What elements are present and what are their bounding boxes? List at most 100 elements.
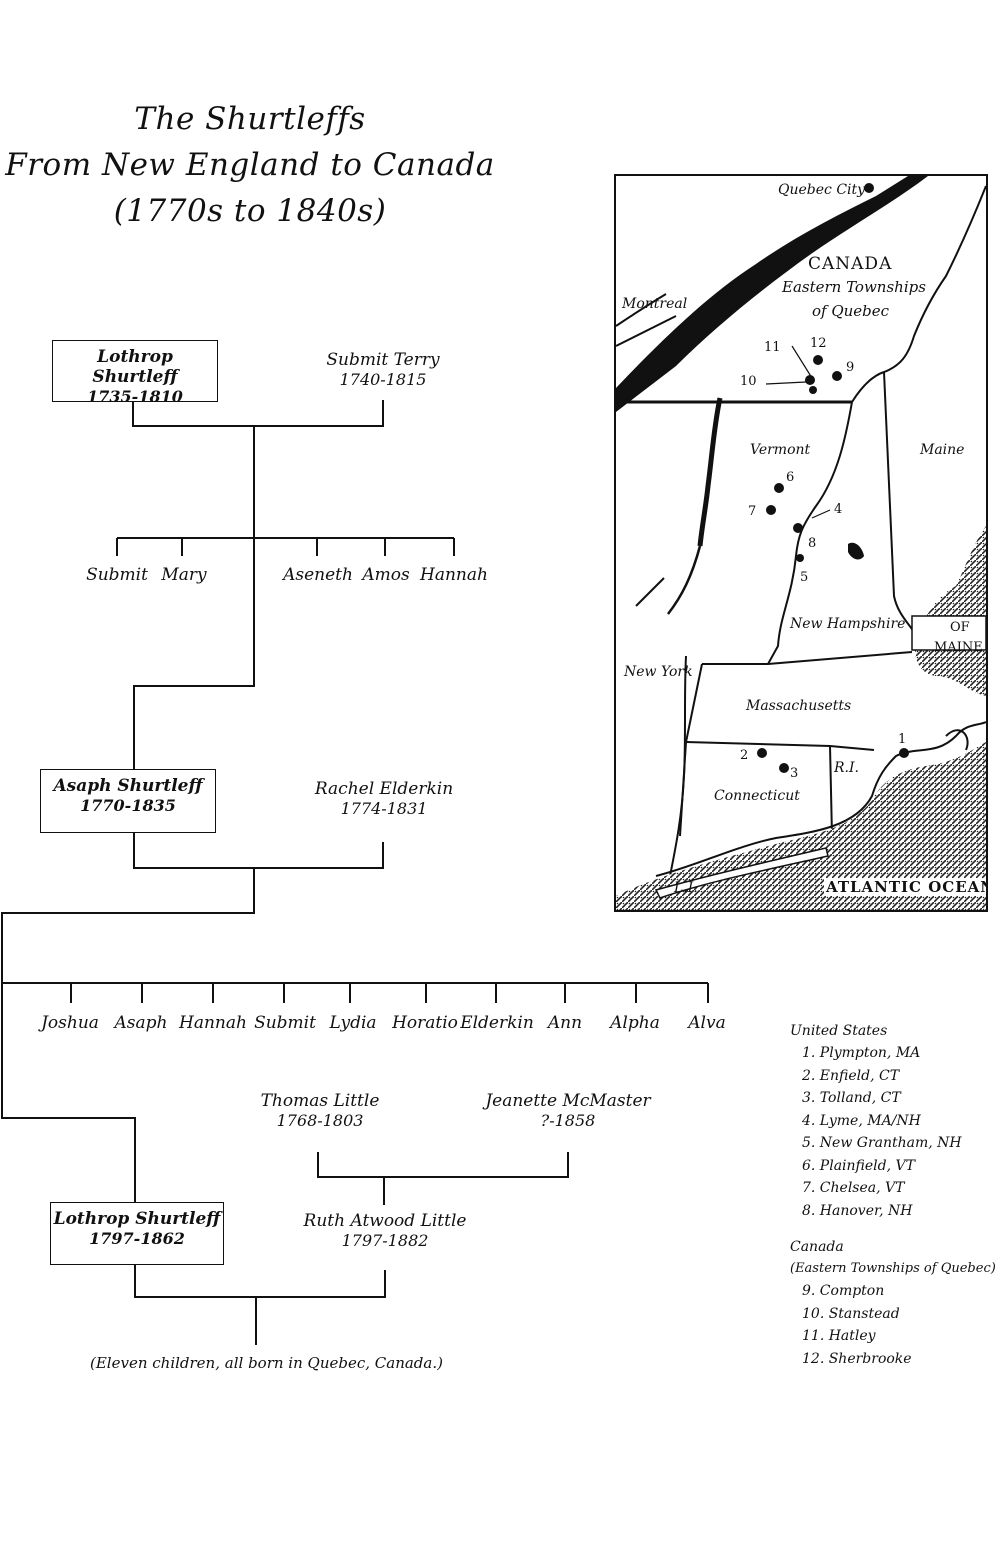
legend-canada-item: 10. Stanstead — [802, 1305, 900, 1322]
gen2-child: Submit — [254, 1013, 316, 1033]
inlaws-mother-name: Jeanette McMaster — [485, 1091, 651, 1111]
marker-label-8: 8 — [808, 536, 817, 551]
gen1-child: Amos — [362, 565, 410, 585]
gen3-father-years: 1797-1862 — [89, 1229, 185, 1248]
nh-me-border — [883, 371, 917, 637]
label-connecticut: Connecticut — [714, 788, 800, 804]
label-montreal: Montreal — [622, 296, 688, 312]
hudson-river — [667, 545, 702, 615]
label-quebec-city: Quebec City — [778, 182, 866, 198]
gen1-father-name: Lothrop Shurtleff — [92, 347, 178, 387]
ma-north-border — [702, 651, 913, 665]
gen2-child: Alva — [688, 1013, 726, 1033]
inlaws-mother: Jeanette McMaster ?-1858 — [468, 1091, 668, 1131]
marker-label-3: 3 — [790, 766, 799, 781]
gen2-child: Horatio — [392, 1013, 458, 1033]
marker-label-12: 12 — [810, 336, 827, 351]
label-atlantic-ocean: ATLANTIC OCEAN — [824, 878, 986, 896]
legend-us-item: 8. Hanover, NH — [802, 1202, 913, 1219]
gen2-father-years: 1770-1835 — [80, 796, 176, 815]
new-england-map: Quebec City CANADA Eastern Townships of … — [614, 174, 988, 912]
site-markers — [757, 183, 909, 773]
gen1-child: Hannah — [420, 565, 488, 585]
atlantic-ocean-hatch — [616, 742, 986, 910]
gen3-father-box: Lothrop Shurtleff 1797-1862 — [50, 1202, 224, 1265]
gen3-couple-connector — [134, 1264, 386, 1298]
gulf-of-maine-hatch — [914, 526, 986, 696]
legend-us-heading: United States — [790, 1023, 888, 1039]
legend-us-item: 5. New Grantham, NH — [802, 1135, 962, 1151]
label-new-hampshire: New Hampshire — [790, 616, 906, 632]
gen3-father-name: Lothrop Shurtleff — [53, 1209, 221, 1229]
label-gulf-of: OF — [950, 620, 970, 635]
marker-label-5: 5 — [800, 570, 809, 585]
gen2-mother-years: 1774-1831 — [340, 799, 428, 818]
label-new-york: New York — [624, 664, 693, 680]
gen1-mother-name: Submit Terry — [326, 350, 440, 370]
legend-canada-item: 9. Compton — [802, 1283, 885, 1299]
gen1-child: Aseneth — [283, 565, 353, 585]
gen1-descent-line — [133, 426, 255, 770]
title-line-3: (1770s to 1840s) — [113, 193, 387, 229]
legend-us-item: 1. Plympton, MA — [802, 1045, 921, 1061]
children-note: (Eleven children, all born in Quebec, Ca… — [90, 1354, 443, 1372]
label-ri: R.I. — [834, 760, 859, 776]
gen2-child: Asaph — [114, 1013, 168, 1033]
label-massachusetts: Massachusetts — [746, 698, 852, 714]
inlaws-couple-connector — [317, 1152, 569, 1178]
gen1-child: Submit — [86, 565, 148, 585]
gen2-mother: Rachel Elderkin 1774-1831 — [294, 779, 474, 819]
marker-label-1: 1 — [898, 732, 907, 747]
gen1-couple-connector — [132, 400, 384, 427]
gen3-mother-name: Ruth Atwood Little — [303, 1211, 467, 1231]
gen2-child: Joshua — [41, 1013, 99, 1033]
gen3-mother: Ruth Atwood Little 1797-1882 — [290, 1211, 480, 1251]
inlaws-mother-years: ?-1858 — [540, 1111, 596, 1130]
gen1-mother-years: 1740-1815 — [339, 370, 427, 389]
lake-winnipesaukee — [848, 542, 864, 560]
legend-us-item: 3. Tolland, CT — [802, 1090, 901, 1106]
legend-canada-subheading: (Eastern Townships of Quebec) — [790, 1261, 996, 1276]
gen1-father-years: 1735-1810 — [87, 387, 183, 406]
label-maine: Maine — [920, 442, 965, 458]
southern-coastline — [655, 721, 986, 877]
label-eastern-townships: Eastern Townships — [782, 278, 926, 296]
lake-champlain — [697, 397, 723, 547]
label-vermont: Vermont — [750, 442, 811, 458]
label-gulf-maine: MAINE — [934, 640, 983, 655]
long-island — [654, 847, 829, 899]
gen2-father-name: Asaph Shurtleff — [53, 776, 203, 796]
gen2-descent-line — [1, 868, 255, 1202]
legend-us-item: 4. Lyme, MA/NH — [802, 1112, 921, 1129]
legend-us-item: 7. Chelsea, VT — [802, 1180, 905, 1196]
marker-label-11: 11 — [764, 340, 781, 355]
label-long-island: L.I. — [674, 880, 698, 896]
inlaws-father: Thomas Little 1768-1803 — [240, 1091, 400, 1131]
title-line-2: From New England to Canada — [5, 147, 495, 183]
gen2-mother-name: Rachel Elderkin — [314, 779, 454, 799]
gen2-child: Ann — [547, 1013, 583, 1033]
legend-canada-item: 11. Hatley — [802, 1328, 876, 1344]
legend-canada-item: 12. Sherbrooke — [802, 1350, 912, 1367]
gen1-child: Mary — [161, 565, 207, 585]
gen2-couple-connector — [133, 832, 384, 869]
inlaws-father-name: Thomas Little — [260, 1091, 380, 1111]
marker-label-2: 2 — [740, 748, 749, 763]
gen2-child: Hannah — [179, 1013, 247, 1033]
map-legend: United States 1. Plympton, MA 2. Enfield… — [790, 1020, 996, 1370]
legend-canada-heading: Canada — [790, 1239, 844, 1255]
marker-label-7: 7 — [748, 504, 757, 519]
gen2-father-box: Asaph Shurtleff 1770-1835 — [40, 769, 216, 833]
gen2-child: Lydia — [329, 1013, 377, 1033]
gen1-father-box: Lothrop Shurtleff 1735-1810 — [52, 340, 218, 406]
marker-label-9: 9 — [846, 360, 855, 375]
page-title: The Shurtleffs From New England to Canad… — [0, 96, 500, 234]
label-canada: CANADA — [808, 254, 893, 274]
title-line-1: The Shurtleffs — [134, 101, 366, 137]
marker-label-10: 10 — [740, 374, 757, 389]
legend-us-item: 6. Plainfield, VT — [802, 1157, 915, 1174]
legend-us-item: 2. Enfield, CT — [802, 1067, 900, 1084]
gen1-mother: Submit Terry 1740-1815 — [303, 350, 463, 390]
map-drawing — [616, 176, 986, 910]
